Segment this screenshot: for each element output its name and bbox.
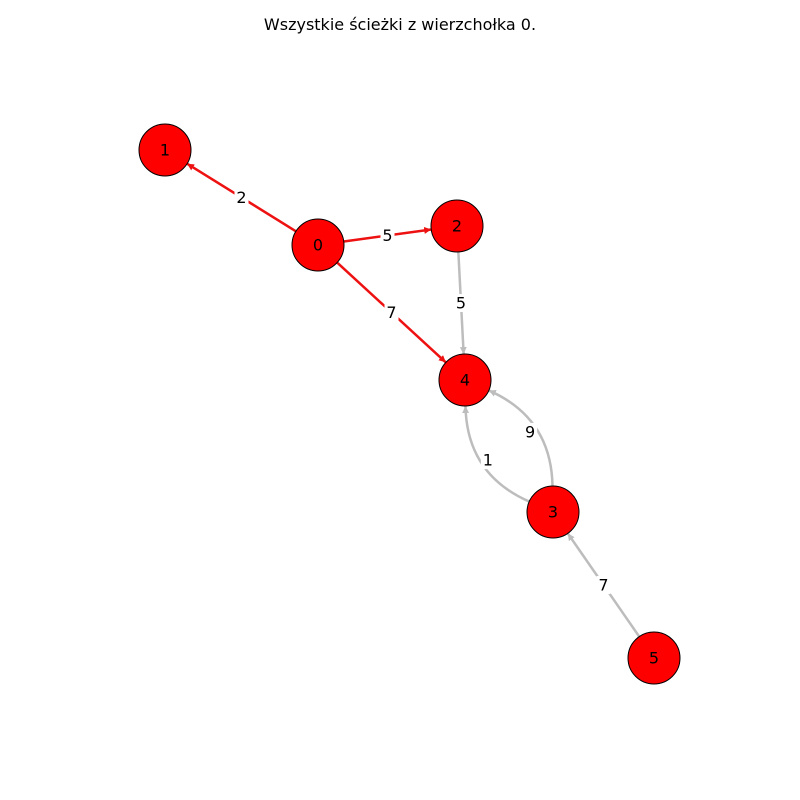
node-0-circle [291,218,345,272]
node-1: 1 [138,123,192,177]
edge-weight-label-2-4: 5 [456,294,466,313]
node-1-circle [138,123,192,177]
node-5-label: 5 [649,649,659,668]
node-1-label: 1 [160,141,170,160]
node-2: 2 [430,199,484,253]
edge-weight-label-3-4: 9 [525,422,535,441]
diagram-title: Wszystkie ścieżki z wierzchołka 0. [264,15,536,34]
node-2-circle [430,199,484,253]
node-0: 0 [291,218,345,272]
node-4-circle [438,353,492,407]
edge-weight-bg-2-4 [454,294,468,312]
node-3: 3 [526,485,580,539]
node-5-circle [627,631,681,685]
edge-weight-label-0-4: 7 [386,303,396,322]
edge-weight-bg-0-1 [234,188,249,207]
node-2-label: 2 [452,217,462,236]
node-5: 5 [627,631,681,685]
edge-weight-bg-3-4 [523,422,538,441]
edge-weight-label-3-4: 1 [483,451,493,470]
node-3-label: 3 [548,503,558,522]
node-4: 4 [438,353,492,407]
edge-weight-bg-3-4 [480,451,495,470]
nodes-layer: 0 1 2 3 4 5 [138,123,681,685]
edge-weight-bg-5-3 [596,576,611,594]
edge-weight-bg-0-4 [384,303,399,322]
edge-weight-label-0-2: 5 [382,226,392,245]
node-0-label: 0 [313,236,323,255]
node-3-circle [526,485,580,539]
edges-layer [186,162,641,638]
edge-3-4 [462,405,530,503]
edge-3-4 [488,389,554,487]
node-4-label: 4 [460,371,470,390]
edge-weight-label-0-1: 2 [236,188,246,207]
edge-weight-bg-0-2 [380,226,395,245]
edge-weight-label-5-3: 7 [598,576,608,595]
edge-labels-layer: 2 5 7 5 1 9 7 [234,188,611,595]
